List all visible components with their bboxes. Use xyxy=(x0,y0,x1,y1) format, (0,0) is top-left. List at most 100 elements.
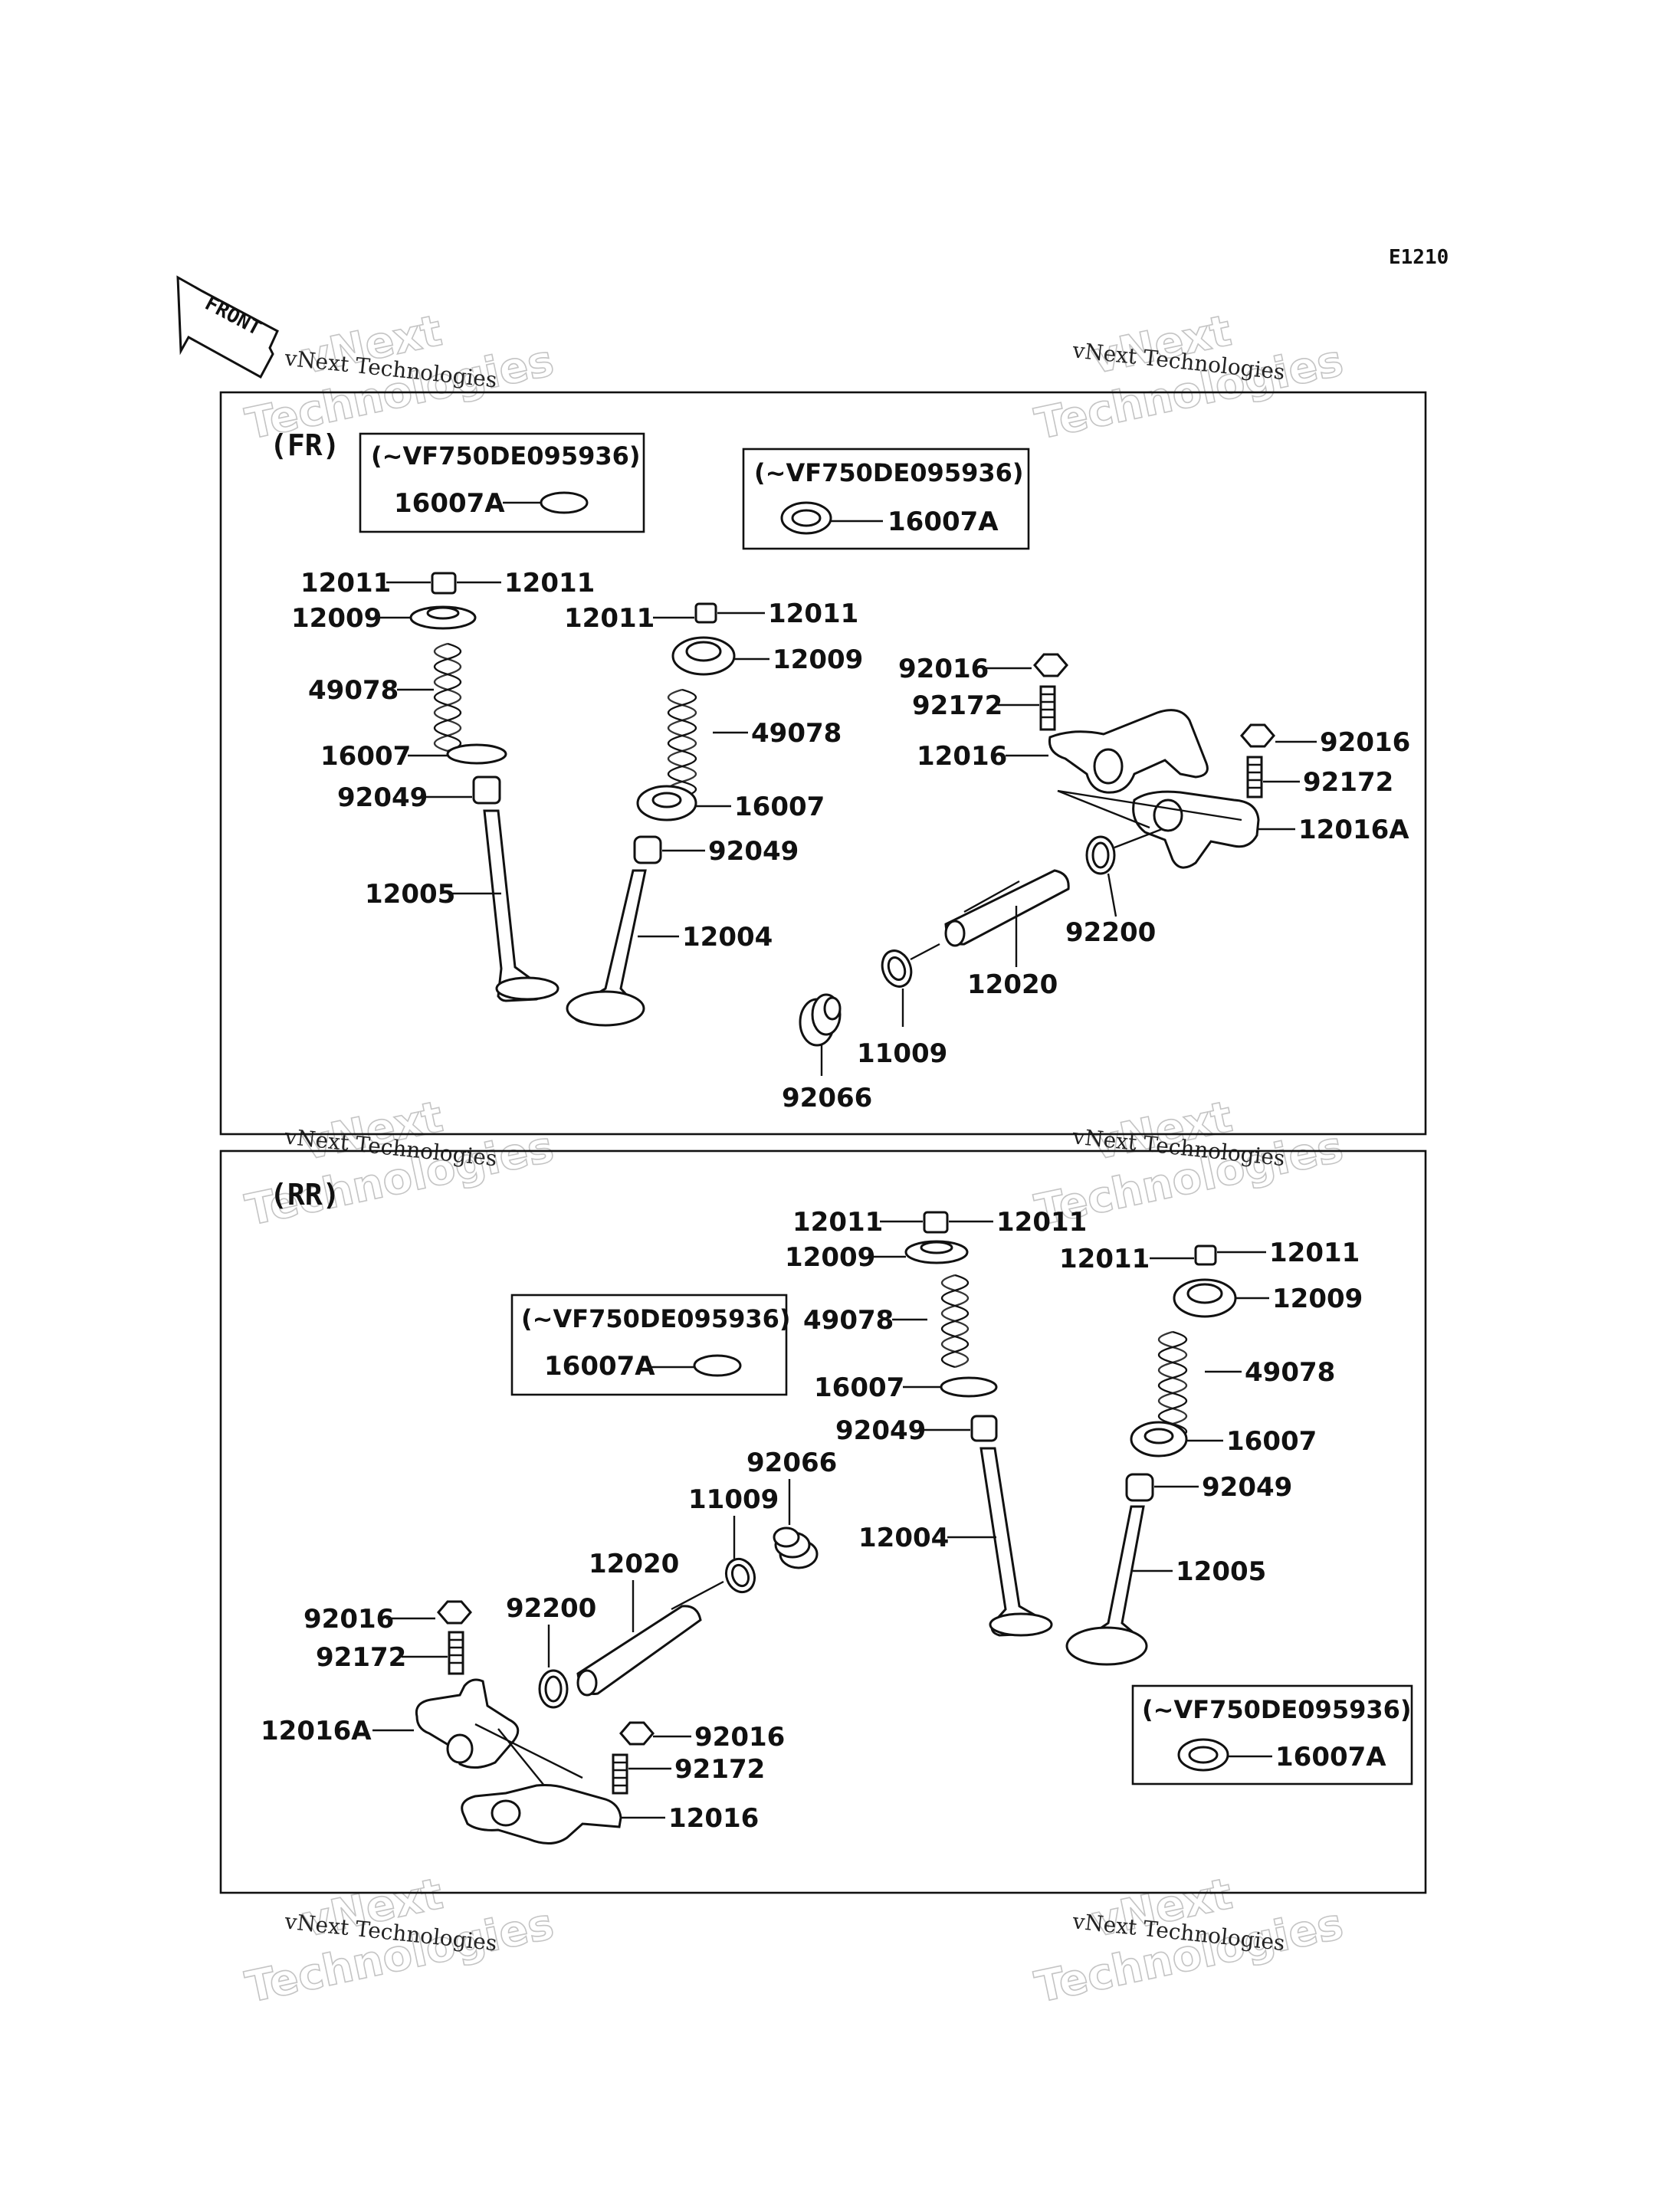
valve-assembly-right: 12011 12011 12009 49078 16007 92049 xyxy=(564,598,863,1027)
svg-text:92049: 92049 xyxy=(708,836,799,867)
svg-text:12020: 12020 xyxy=(589,1549,679,1579)
section-title: (RR) xyxy=(270,1178,340,1212)
rocker-arm-part xyxy=(1132,790,1260,869)
svg-text:12011: 12011 xyxy=(792,1207,883,1238)
rocker-arm-part xyxy=(1048,709,1209,794)
intake-valve-part xyxy=(566,869,647,1027)
svg-text:12004: 12004 xyxy=(858,1523,949,1553)
svg-text:12011: 12011 xyxy=(996,1207,1087,1238)
svg-text:11009: 11009 xyxy=(688,1484,779,1515)
svg-text:12016: 12016 xyxy=(917,741,1007,772)
exhaust-valve-part xyxy=(483,809,559,1002)
svg-text:16007: 16007 xyxy=(320,741,411,772)
part-label: 16007A xyxy=(888,507,999,537)
part-label: 16007A xyxy=(544,1351,655,1382)
adjusting-screw-part xyxy=(448,1631,464,1675)
valve-seal-part xyxy=(970,1415,998,1442)
valve-seal-part xyxy=(633,835,662,864)
svg-text:12011: 12011 xyxy=(564,603,655,634)
valve-spring-part xyxy=(433,642,462,753)
callout-box-right: (~VF750DE095936) 16007A xyxy=(1131,1684,1413,1785)
svg-text:92016: 92016 xyxy=(694,1722,785,1753)
intake-valve-part xyxy=(979,1447,1053,1637)
svg-text:12009: 12009 xyxy=(785,1242,875,1273)
svg-text:92172: 92172 xyxy=(316,1642,406,1673)
callout-title: (~VF750DE095936) xyxy=(754,458,1024,487)
locknut-part xyxy=(1240,723,1275,748)
svg-text:12005: 12005 xyxy=(1176,1556,1266,1587)
svg-text:16007: 16007 xyxy=(814,1372,904,1403)
front-arrow-icon: FRONT xyxy=(176,275,279,379)
cotter-part xyxy=(431,572,457,595)
svg-text:92049: 92049 xyxy=(1202,1472,1292,1503)
callout-box-left: (~VF750DE095936) 16007A xyxy=(359,432,645,533)
part-label: 16007A xyxy=(1275,1742,1386,1772)
callout-box-right: (~VF750DE095936) 16007A xyxy=(742,448,1030,550)
svg-text:12009: 12009 xyxy=(291,603,382,634)
svg-text:12004: 12004 xyxy=(682,922,773,953)
locknut-part xyxy=(619,1721,655,1746)
svg-text:92172: 92172 xyxy=(1303,767,1393,798)
svg-text:16007: 16007 xyxy=(734,792,825,822)
svg-text:92016: 92016 xyxy=(304,1604,394,1635)
svg-text:12020: 12020 xyxy=(967,969,1058,1000)
svg-text:49078: 49078 xyxy=(751,718,842,749)
section-front-cylinder: (FR) (~VF750DE095936) 16007A (~VF750DE09… xyxy=(219,391,1427,1136)
section-title: (FR) xyxy=(270,428,340,462)
valve-assembly-right: 12011 12011 12009 49078 16007 92049 xyxy=(1059,1238,1363,1666)
svg-text:16007: 16007 xyxy=(1226,1426,1317,1457)
svg-text:92200: 92200 xyxy=(506,1593,596,1624)
rocker-shaft-group: 92066 11009 12020 92200 xyxy=(506,1448,837,1709)
diagram-code: E1210 xyxy=(1389,246,1449,269)
svg-text:92172: 92172 xyxy=(912,690,1002,721)
svg-text:92049: 92049 xyxy=(835,1415,926,1446)
svg-text:12011: 12011 xyxy=(768,598,858,629)
section-frame xyxy=(219,1149,1427,1894)
svg-text:12011: 12011 xyxy=(504,568,595,598)
valve-seat-part xyxy=(540,491,589,514)
svg-text:11009: 11009 xyxy=(857,1038,947,1069)
valve-seal-part xyxy=(1125,1473,1154,1502)
valve-spring-part xyxy=(940,1274,970,1369)
rocker-arm-assembly: 92016 92172 12016A 92016 92172 12016 xyxy=(261,1600,785,1844)
exhaust-valve-part xyxy=(1065,1505,1148,1666)
svg-text:49078: 49078 xyxy=(1245,1357,1335,1388)
valve-assembly-left: 12011 12011 12009 49078 16007 92049 xyxy=(291,568,595,1002)
locknut-part xyxy=(437,1600,472,1625)
watermark-bottom-left: vNext Technologies vNext Technologies xyxy=(241,1868,559,2013)
svg-text:12009: 12009 xyxy=(773,644,863,675)
callout-title: (~VF750DE095936) xyxy=(1142,1695,1412,1724)
spring-seat-part xyxy=(940,1376,998,1398)
svg-text:92200: 92200 xyxy=(1065,917,1156,948)
cotter-part xyxy=(923,1211,949,1234)
svg-text:92066: 92066 xyxy=(746,1448,837,1478)
part-label: 16007A xyxy=(394,488,505,519)
watermark-bottom-right: vNext Technologies vNext Technologies xyxy=(1030,1868,1348,2013)
svg-text:92016: 92016 xyxy=(898,654,989,684)
adjusting-screw-part xyxy=(1246,756,1263,798)
callout-box-left: (~VF750DE095936) 16007A xyxy=(510,1294,791,1396)
cotter-part xyxy=(694,602,717,624)
svg-text:12011: 12011 xyxy=(1269,1238,1360,1268)
cotter-part xyxy=(1194,1244,1217,1266)
watermark-top-right: vNext Technologies vNext Technologies xyxy=(1030,305,1348,450)
plug-part xyxy=(773,1526,819,1569)
spring-seat-part xyxy=(446,743,507,765)
section-rear-cylinder: (RR) (~VF750DE095936) 16007A (~VF750DE09… xyxy=(219,1149,1427,1894)
svg-text:49078: 49078 xyxy=(308,675,399,706)
rocker-arm-part xyxy=(461,1784,622,1844)
rocker-arm-assembly: 92016 92172 12016 92016 92172 12016A xyxy=(898,653,1410,869)
svg-text:12005: 12005 xyxy=(365,879,455,910)
callout-title: (~VF750DE095936) xyxy=(371,441,641,471)
svg-text:12009: 12009 xyxy=(1272,1284,1363,1314)
svg-text:12016A: 12016A xyxy=(261,1716,372,1746)
svg-text:92172: 92172 xyxy=(674,1754,765,1785)
svg-text:92049: 92049 xyxy=(337,782,428,813)
svg-text:12016A: 12016A xyxy=(1298,815,1409,845)
svg-text:12011: 12011 xyxy=(1059,1244,1150,1274)
valve-assembly-left: 12011 12011 12009 49078 16007 92049 xyxy=(785,1207,1087,1637)
svg-text:49078: 49078 xyxy=(803,1305,894,1336)
adjusting-screw-part xyxy=(1039,685,1056,731)
watermark-mid-left: vNext Technologies vNext Technologies xyxy=(241,1091,559,1236)
